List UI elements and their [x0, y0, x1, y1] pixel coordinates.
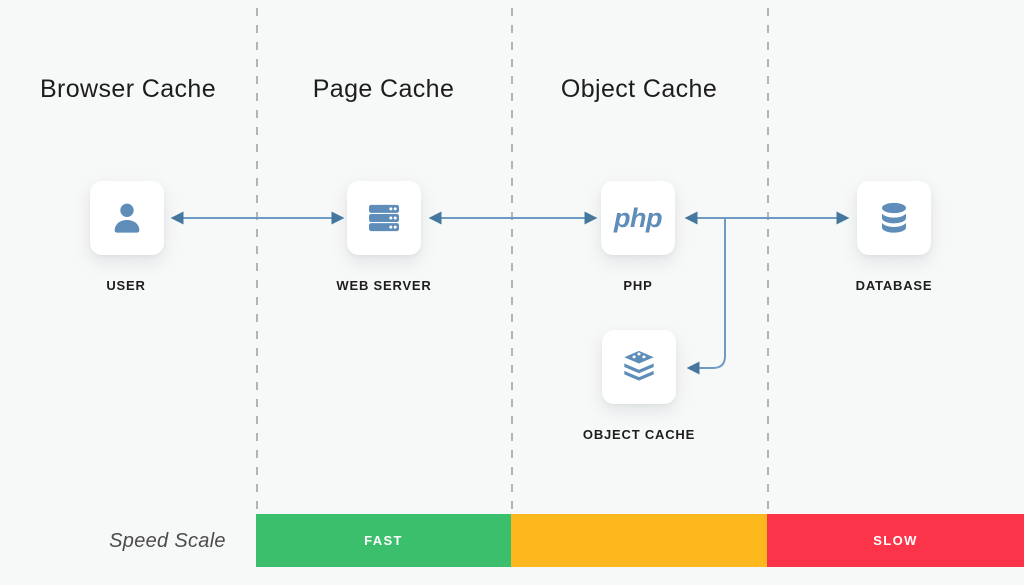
speed-segment-medium — [511, 514, 767, 567]
section-title-browser-cache: Browser Cache — [39, 75, 217, 103]
node-web-server — [347, 181, 421, 255]
speed-segment-slow: SLOW — [767, 514, 1024, 567]
speed-segment-fast-label: FAST — [364, 533, 403, 548]
server-stack-icon — [369, 204, 399, 232]
node-php: php — [601, 181, 675, 255]
php-logo: php — [614, 202, 662, 233]
node-label-database: DATABASE — [855, 278, 933, 293]
node-object-cache — [602, 330, 676, 404]
arrow-link-objectcache — [686, 219, 726, 375]
section-title-object-cache: Object Cache — [560, 75, 718, 103]
dashed-separator-1 — [255, 8, 258, 512]
node-database — [857, 181, 931, 255]
speed-segment-slow-label: SLOW — [873, 533, 918, 548]
node-user — [90, 181, 164, 255]
redis-layers-icon — [624, 350, 654, 381]
database-cylinder-icon — [882, 202, 906, 233]
section-title-page-cache: Page Cache — [312, 75, 455, 103]
node-label-object-cache: OBJECT CACHE — [582, 427, 696, 442]
speed-segment-fast: FAST — [256, 514, 511, 567]
dashed-separator-3 — [766, 8, 769, 512]
node-label-php: PHP — [623, 278, 653, 293]
node-label-user: USER — [106, 278, 146, 293]
speed-scale-label: Speed Scale — [109, 530, 226, 552]
user-icon — [114, 203, 140, 233]
node-label-web-server: WEB SERVER — [336, 278, 432, 293]
dashed-separator-2 — [510, 8, 513, 512]
